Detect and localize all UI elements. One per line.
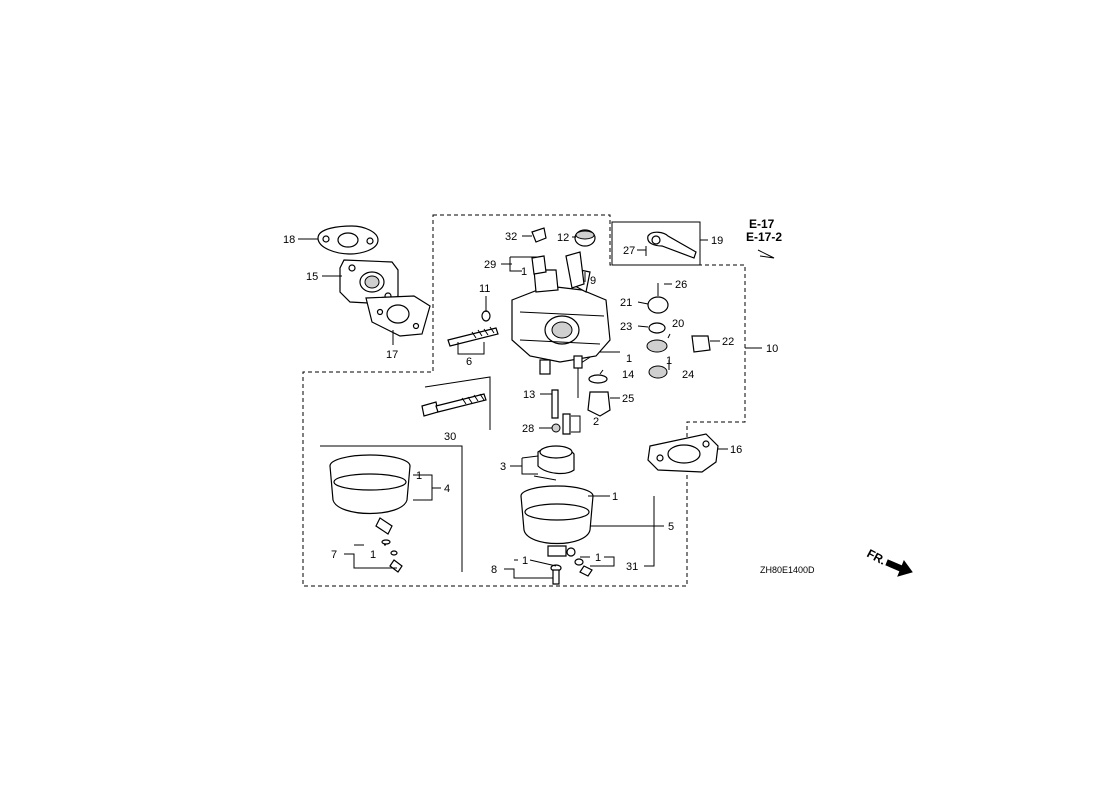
callout-23: 23 — [620, 321, 632, 333]
callout-3: 3 — [500, 461, 506, 473]
drain-screw-7 — [381, 539, 403, 573]
pilot-screw-30 — [421, 393, 487, 417]
air-cleaner-gasket-16 — [647, 433, 719, 473]
callout-1-screw7: 1 — [370, 549, 376, 561]
callout-2: 2 — [593, 416, 599, 428]
reference-e17[interactable]: E-17 — [749, 217, 775, 231]
callout-26: 26 — [675, 279, 687, 291]
callout-15: 15 — [306, 271, 318, 283]
insulator-gasket-18 — [317, 225, 379, 255]
callout-5: 5 — [668, 521, 674, 533]
float-3 — [533, 445, 575, 481]
front-direction-label: FR. — [865, 546, 889, 567]
callout-1-bolt8: 1 — [522, 555, 528, 567]
leader-lines — [298, 235, 762, 579]
callout-12: 12 — [557, 232, 569, 244]
drain-screw-31 — [574, 558, 593, 577]
float-chamber-5 — [520, 485, 594, 557]
callout-21: 21 — [620, 297, 632, 309]
pilot-screw-variant-box — [424, 376, 491, 430]
callout-24: 24 — [682, 369, 694, 381]
callout-18: 18 — [283, 234, 295, 246]
callout-20: 20 — [672, 318, 684, 330]
callout-1-top: 1 — [521, 266, 527, 278]
callout-11: 11 — [479, 283, 490, 295]
callout-19: 19 — [711, 235, 723, 247]
choke-parts-20-26 — [646, 283, 711, 379]
front-direction-arrow-icon — [885, 559, 913, 577]
callout-29: 29 — [484, 259, 496, 271]
callout-16: 16 — [730, 444, 742, 456]
float-chamber-variant-box — [320, 445, 463, 572]
diagram-code: ZH80E1400D — [760, 565, 815, 575]
carburetor-assembly-boundary — [302, 214, 746, 587]
choke-lever-19 — [645, 231, 697, 259]
callout-1-chamber5: 1 — [612, 491, 618, 503]
callout-28: 28 — [522, 423, 534, 435]
callout-8: 8 — [491, 564, 497, 576]
carburetor-body — [511, 269, 611, 375]
callout-27: 27 — [623, 245, 635, 257]
callout-1-choke: 1 — [666, 355, 672, 367]
callout-14: 14 — [622, 369, 634, 381]
jet-kit-box — [577, 351, 620, 398]
callout-1-chamber4: 1 — [416, 470, 422, 482]
callout-4: 4 — [444, 483, 450, 495]
callout-25: 25 — [622, 393, 634, 405]
callout-6: 6 — [466, 356, 472, 368]
reference-e17-2[interactable]: E-17-2 — [746, 230, 782, 244]
callout-13: 13 — [523, 389, 535, 401]
top-small-parts — [531, 227, 596, 289]
callout-17: 17 — [386, 349, 398, 361]
reference-pointer — [757, 249, 775, 259]
callout-30: 30 — [444, 431, 456, 443]
callout-32: 32 — [505, 231, 517, 243]
choke-lever-box — [611, 221, 701, 266]
drain-screw-parts-2-13-28 — [551, 389, 571, 435]
main-jet-parts-14-25 — [587, 374, 611, 417]
callout-10: 10 — [766, 343, 778, 355]
carburetor-insulator-15 — [339, 259, 399, 305]
float-chamber-4 — [329, 454, 411, 535]
throttle-stop-screw-6 — [447, 310, 499, 347]
callout-22: 22 — [722, 336, 734, 348]
drain-bolt-8 — [550, 564, 562, 585]
callout-1-screw31: 1 — [595, 552, 601, 564]
front-direction-indicator: FR. — [865, 546, 913, 577]
carburetor-gasket-17 — [365, 295, 431, 337]
callout-9: 9 — [590, 275, 596, 287]
callout-1-jet: 1 — [626, 353, 632, 365]
callout-7: 7 — [331, 549, 337, 561]
callout-31: 31 — [626, 561, 638, 573]
